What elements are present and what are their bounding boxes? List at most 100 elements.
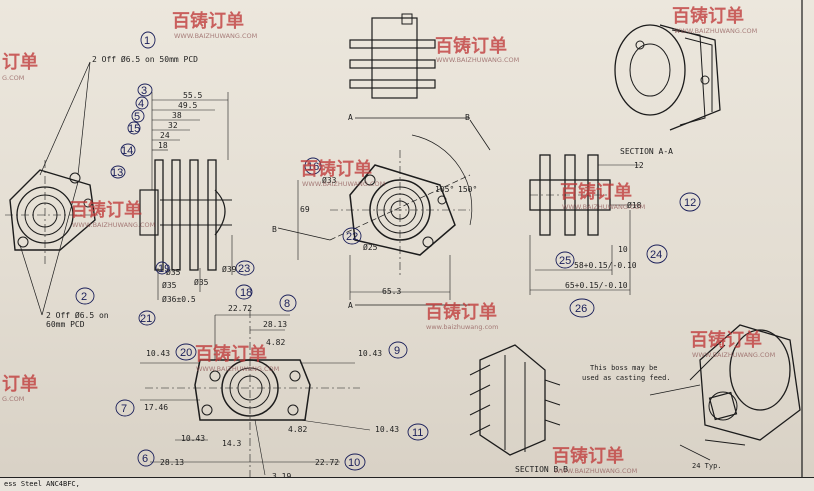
dimension-labels: 2 Off Ø6.5 on 50mm PCD 2 Off Ø6.5 on 60m… <box>46 54 722 481</box>
watermark-partial-left-2: 订单 G.COM <box>2 373 38 403</box>
annotation-circles <box>75 31 701 471</box>
watermark-partial-left: 订单 G.COM <box>2 51 38 82</box>
dim-center-d25: Ø25 <box>363 242 378 252</box>
svg-text:WWW.BAIZHUWANG.COM: WWW.BAIZHUWANG.COM <box>436 56 519 64</box>
watermark-10: 百铸订单 WWW.BAIZHUWANG.COM <box>552 445 637 475</box>
section-mark-b-right: B <box>465 113 470 122</box>
section-bb-title: SECTION B-B <box>515 465 568 474</box>
dim-d35: Ø35 <box>166 267 181 277</box>
svg-text:5: 5 <box>134 111 140 123</box>
svg-text:WWW.BAIZHUWANG.COM: WWW.BAIZHUWANG.COM <box>692 351 775 359</box>
svg-text:WWW.BAIZHUWANG.COM: WWW.BAIZHUWANG.COM <box>554 467 637 475</box>
dim-10-43-bottom-right: 10.43 <box>375 425 399 434</box>
svg-text:8: 8 <box>284 298 290 310</box>
svg-text:G.COM: G.COM <box>2 74 24 82</box>
dim-4-82-top: 4.82 <box>266 338 285 347</box>
dim-10-43-left: 10.43 <box>146 349 170 358</box>
section-mark-a-bottom: A <box>348 301 353 310</box>
svg-text:www.baizhuwang.com: www.baizhuwang.com <box>426 323 498 331</box>
iso-view-top-right <box>614 24 721 131</box>
svg-text:百铸订单: 百铸订单 <box>552 445 624 467</box>
svg-text:6: 6 <box>142 453 148 465</box>
material-text: ess Steel ANC4BFC, <box>4 480 80 488</box>
svg-text:12: 12 <box>684 197 696 209</box>
section-aa-title: SECTION A-A <box>620 147 673 156</box>
dim-14-3: 14.3 <box>222 439 241 448</box>
svg-text:21: 21 <box>140 313 152 325</box>
dim-d39: Ø39 <box>222 264 237 274</box>
svg-text:19: 19 <box>158 263 170 275</box>
svg-text:WWW.BAIZHUWANG.COM: WWW.BAIZHUWANG.COM <box>562 203 645 211</box>
watermark-6: 百铸订单 WWW.BAIZHUWANG.COM <box>560 181 645 211</box>
section-mark-b-left: B <box>272 225 277 234</box>
svg-text:2: 2 <box>81 291 87 303</box>
angle-105: 105° <box>435 185 454 194</box>
dim-d36: Ø36±0.5 <box>162 294 196 304</box>
svg-text:WWW.BAIZHUWANG.COM: WWW.BAIZHUWANG.COM <box>302 180 385 188</box>
svg-text:11: 11 <box>412 427 423 439</box>
iso-view-bottom-right <box>649 324 801 461</box>
dim-aa-10: 10 <box>618 245 628 254</box>
dim-49-5: 49.5 <box>178 101 197 110</box>
watermark-3: 百铸订单 WWW.BAIZHUWANG.COM <box>435 35 519 64</box>
dim-18: 18 <box>158 141 168 150</box>
typ-note: 24 Typ. <box>692 462 722 470</box>
svg-text:百铸订单: 百铸订单 <box>435 35 507 57</box>
svg-text:7: 7 <box>121 403 127 415</box>
watermark-8: 百铸订单 WWW.BAIZHUWANG.COM <box>195 343 279 373</box>
pcd-50-note: 2 Off Ø6.5 on 50mm PCD <box>92 54 198 64</box>
dim-center-69: 69 <box>300 205 310 214</box>
svg-text:百铸订单: 百铸订单 <box>70 199 142 221</box>
bottom-front-view <box>140 310 371 480</box>
svg-text:26: 26 <box>575 303 587 315</box>
svg-text:14: 14 <box>121 145 133 157</box>
dim-aa-65: 65+0.15/-0.10 <box>565 281 628 290</box>
dim-center-d33: Ø33 <box>322 175 337 185</box>
center-front-view <box>277 117 491 306</box>
pcd-60-note-2: 60mm PCD <box>46 320 85 329</box>
dim-10-43-right: 10.43 <box>358 349 382 358</box>
svg-text:23: 23 <box>238 263 250 275</box>
dim-aa-12: 12 <box>634 161 644 170</box>
svg-text:WWW.BAIZHUWANG.COM: WWW.BAIZHUWANG.COM <box>174 32 257 40</box>
dim-aa-d18: Ø18 <box>627 200 642 210</box>
dim-d35c: Ø35 <box>162 280 177 290</box>
svg-text:18: 18 <box>240 287 252 299</box>
svg-text:WWW.BAIZHUWANG.COM: WWW.BAIZHUWANG.COM <box>196 365 279 373</box>
dim-3-19: 3.19 <box>272 472 291 481</box>
svg-text:25: 25 <box>559 255 571 267</box>
fin-side-view <box>139 92 233 300</box>
dim-22-72-bottom: 22.72 <box>315 458 339 467</box>
svg-text:百铸订单: 百铸订单 <box>425 301 497 323</box>
dim-32: 32 <box>168 121 178 130</box>
dim-17-46: 17.46 <box>144 403 168 412</box>
svg-text:百铸订单: 百铸订单 <box>690 329 762 351</box>
svg-text:9: 9 <box>394 345 400 357</box>
svg-text:3: 3 <box>141 85 147 97</box>
watermark-7: 百铸订单 www.baizhuwang.com <box>425 301 498 331</box>
svg-text:10: 10 <box>348 457 360 469</box>
dim-4-82-bottom: 4.82 <box>288 425 307 434</box>
section-bb-view <box>469 344 561 456</box>
svg-text:20: 20 <box>180 347 192 359</box>
flange-front-view-left <box>5 61 100 316</box>
svg-text:百铸订单: 百铸订单 <box>300 158 372 180</box>
title-block-material: ess Steel ANC4BFC, <box>0 477 814 491</box>
svg-text:百铸订单: 百铸订单 <box>672 5 744 27</box>
svg-text:百铸订单: 百铸订单 <box>195 343 267 365</box>
watermarks: 百铸订单 WWW.BAIZHUWANG.COM 百铸订单 WWW.BAIZHUW… <box>2 5 775 475</box>
dim-28-13-top: 28.13 <box>263 320 287 329</box>
section-mark-a-top: A <box>348 113 353 122</box>
svg-text:WWW.BAIZHUWANG.COM: WWW.BAIZHUWANG.COM <box>674 27 757 35</box>
dim-aa-58: 58+0.15/-0.10 <box>574 261 637 270</box>
section-aa-view <box>529 154 640 295</box>
top-fin-view <box>349 13 436 99</box>
svg-text:G.COM: G.COM <box>2 395 24 403</box>
svg-text:1: 1 <box>144 35 150 47</box>
svg-text:百铸订单: 百铸订单 <box>172 10 244 32</box>
watermark-2: 百铸订单 WWW.BAIZHUWANG.COM <box>672 5 757 35</box>
svg-text:订单: 订单 <box>2 373 38 395</box>
handwritten-numbers: 1 2 3 4 5 7 6 8 9 10 11 12 13 14 15 16 1… <box>81 35 696 469</box>
